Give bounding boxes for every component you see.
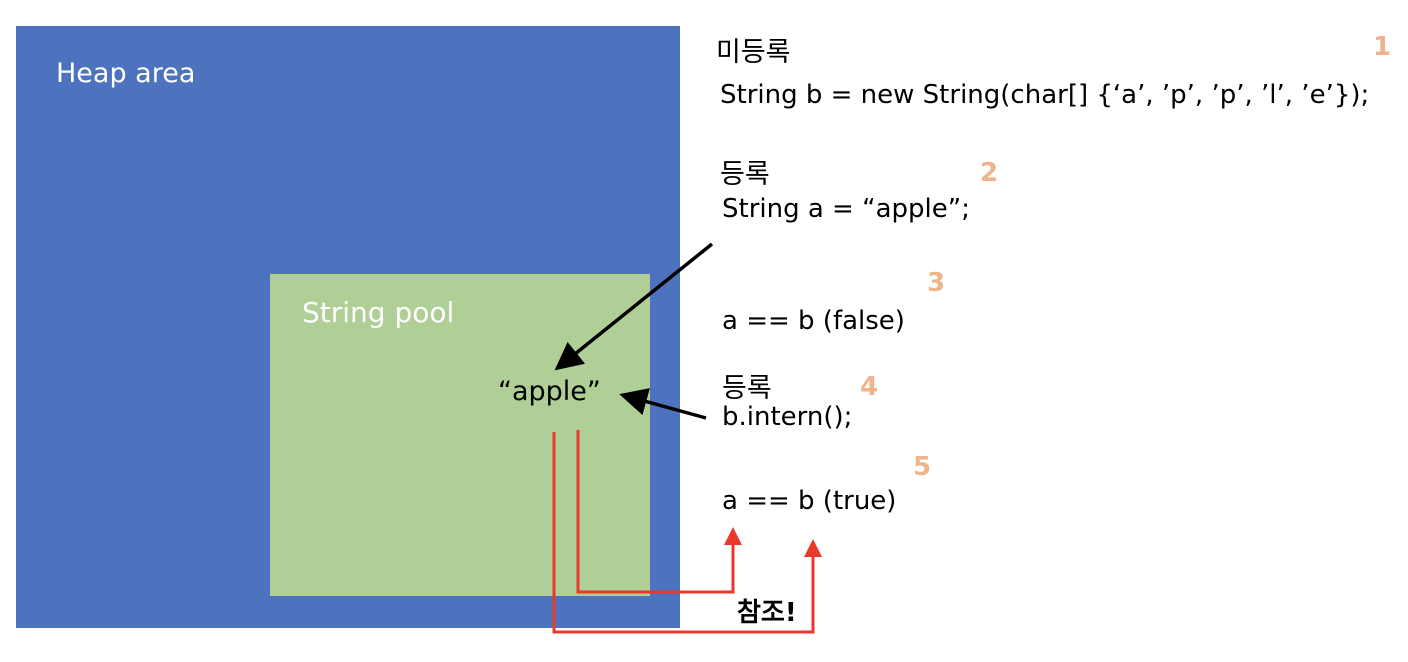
heap-area-label: Heap area	[56, 58, 196, 89]
step-2-code: String a = “apple”;	[722, 194, 970, 224]
apple-literal: “apple”	[498, 376, 601, 407]
step-1-number: 1	[1373, 32, 1392, 62]
step-3-number: 3	[927, 268, 946, 298]
reference-arrow-b	[552, 432, 822, 634]
string-pool-label: String pool	[302, 296, 455, 329]
step-1-code: String b = new String(char[] {‘a’, ’p’, …	[720, 80, 1370, 110]
step-4-number: 4	[860, 372, 879, 402]
step-2-tag: 등록	[720, 159, 770, 190]
register-arrow	[554, 242, 714, 371]
step-3-code: a == b (false)	[722, 306, 905, 336]
step-5-code: a == b (true)	[722, 486, 897, 516]
step-1-tag: 미등록	[716, 37, 791, 68]
reference-arrow-a	[576, 430, 742, 594]
intern-arrow	[619, 388, 707, 420]
reference-label: 참조!	[737, 598, 797, 628]
step-2-number: 2	[980, 158, 999, 188]
step-4-tag: 등록	[722, 373, 772, 404]
step-4-code: b.intern();	[722, 402, 853, 432]
step-5-number: 5	[913, 452, 932, 482]
string-pool	[270, 274, 650, 596]
